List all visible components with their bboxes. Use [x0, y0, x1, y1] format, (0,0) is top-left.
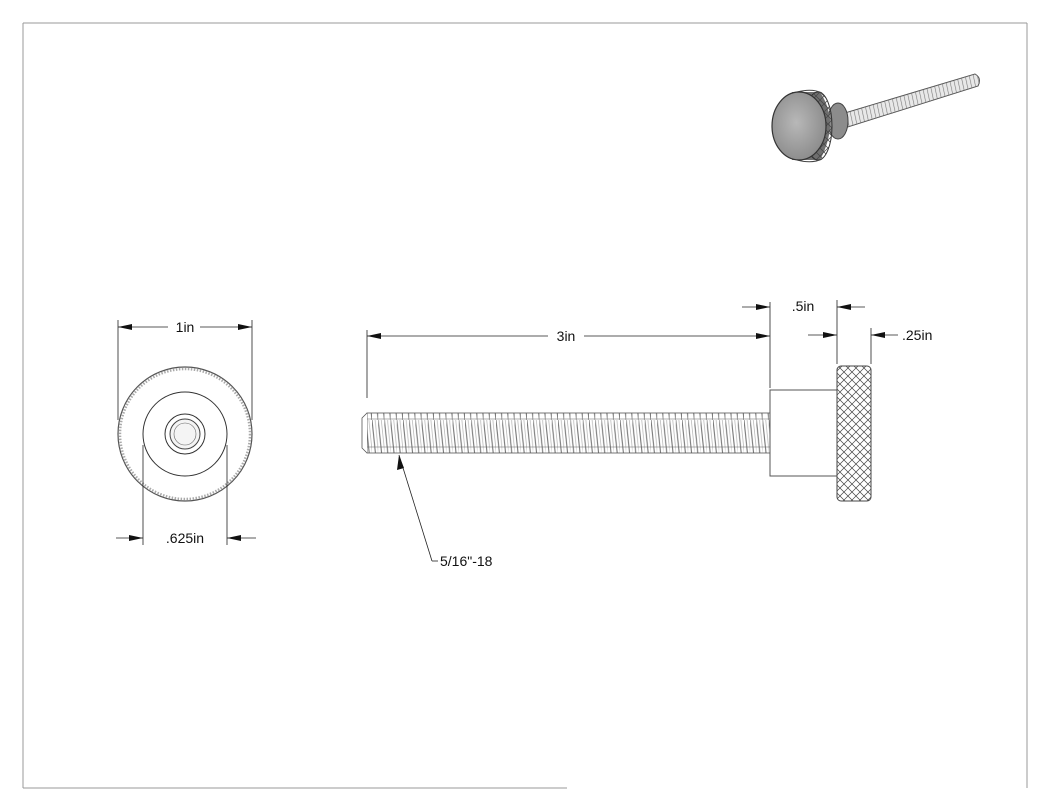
thread-length-label: 3in: [557, 328, 576, 344]
thread-minor-circle: [169, 418, 201, 450]
shaft-tip: [361, 412, 368, 454]
sheet-border: [22, 22, 1028, 789]
shoulder: [769, 389, 838, 477]
dimension-thread-length: 3in: [366, 302, 771, 398]
head-thickness-label: .25in: [902, 327, 932, 343]
overall-diameter-label: 1in: [176, 319, 195, 335]
thread-callout: 5/16"-18: [397, 454, 493, 569]
knurl-ring: [118, 367, 252, 501]
shoulder-diameter-label: .625in: [166, 530, 204, 546]
dimension-shoulder-length: .5in: [742, 298, 865, 364]
thread-callout-label: 5/16"-18: [440, 553, 493, 569]
end-view: [117, 366, 253, 502]
thread-major-circle: [164, 413, 206, 455]
threaded-shaft: [366, 412, 771, 454]
dimension-overall-diameter: 1in: [117, 319, 253, 420]
dimension-head-thickness: .25in: [808, 327, 932, 364]
side-view: [361, 365, 872, 502]
thread-inner-circle: [173, 422, 197, 446]
thumb-screw-isometric-icon: [771, 73, 980, 163]
shoulder-length-label: .5in: [792, 298, 815, 314]
knurled-head: [836, 365, 872, 502]
shoulder-circle: [142, 391, 228, 477]
dimension-shoulder-diameter: .625in: [116, 445, 256, 546]
